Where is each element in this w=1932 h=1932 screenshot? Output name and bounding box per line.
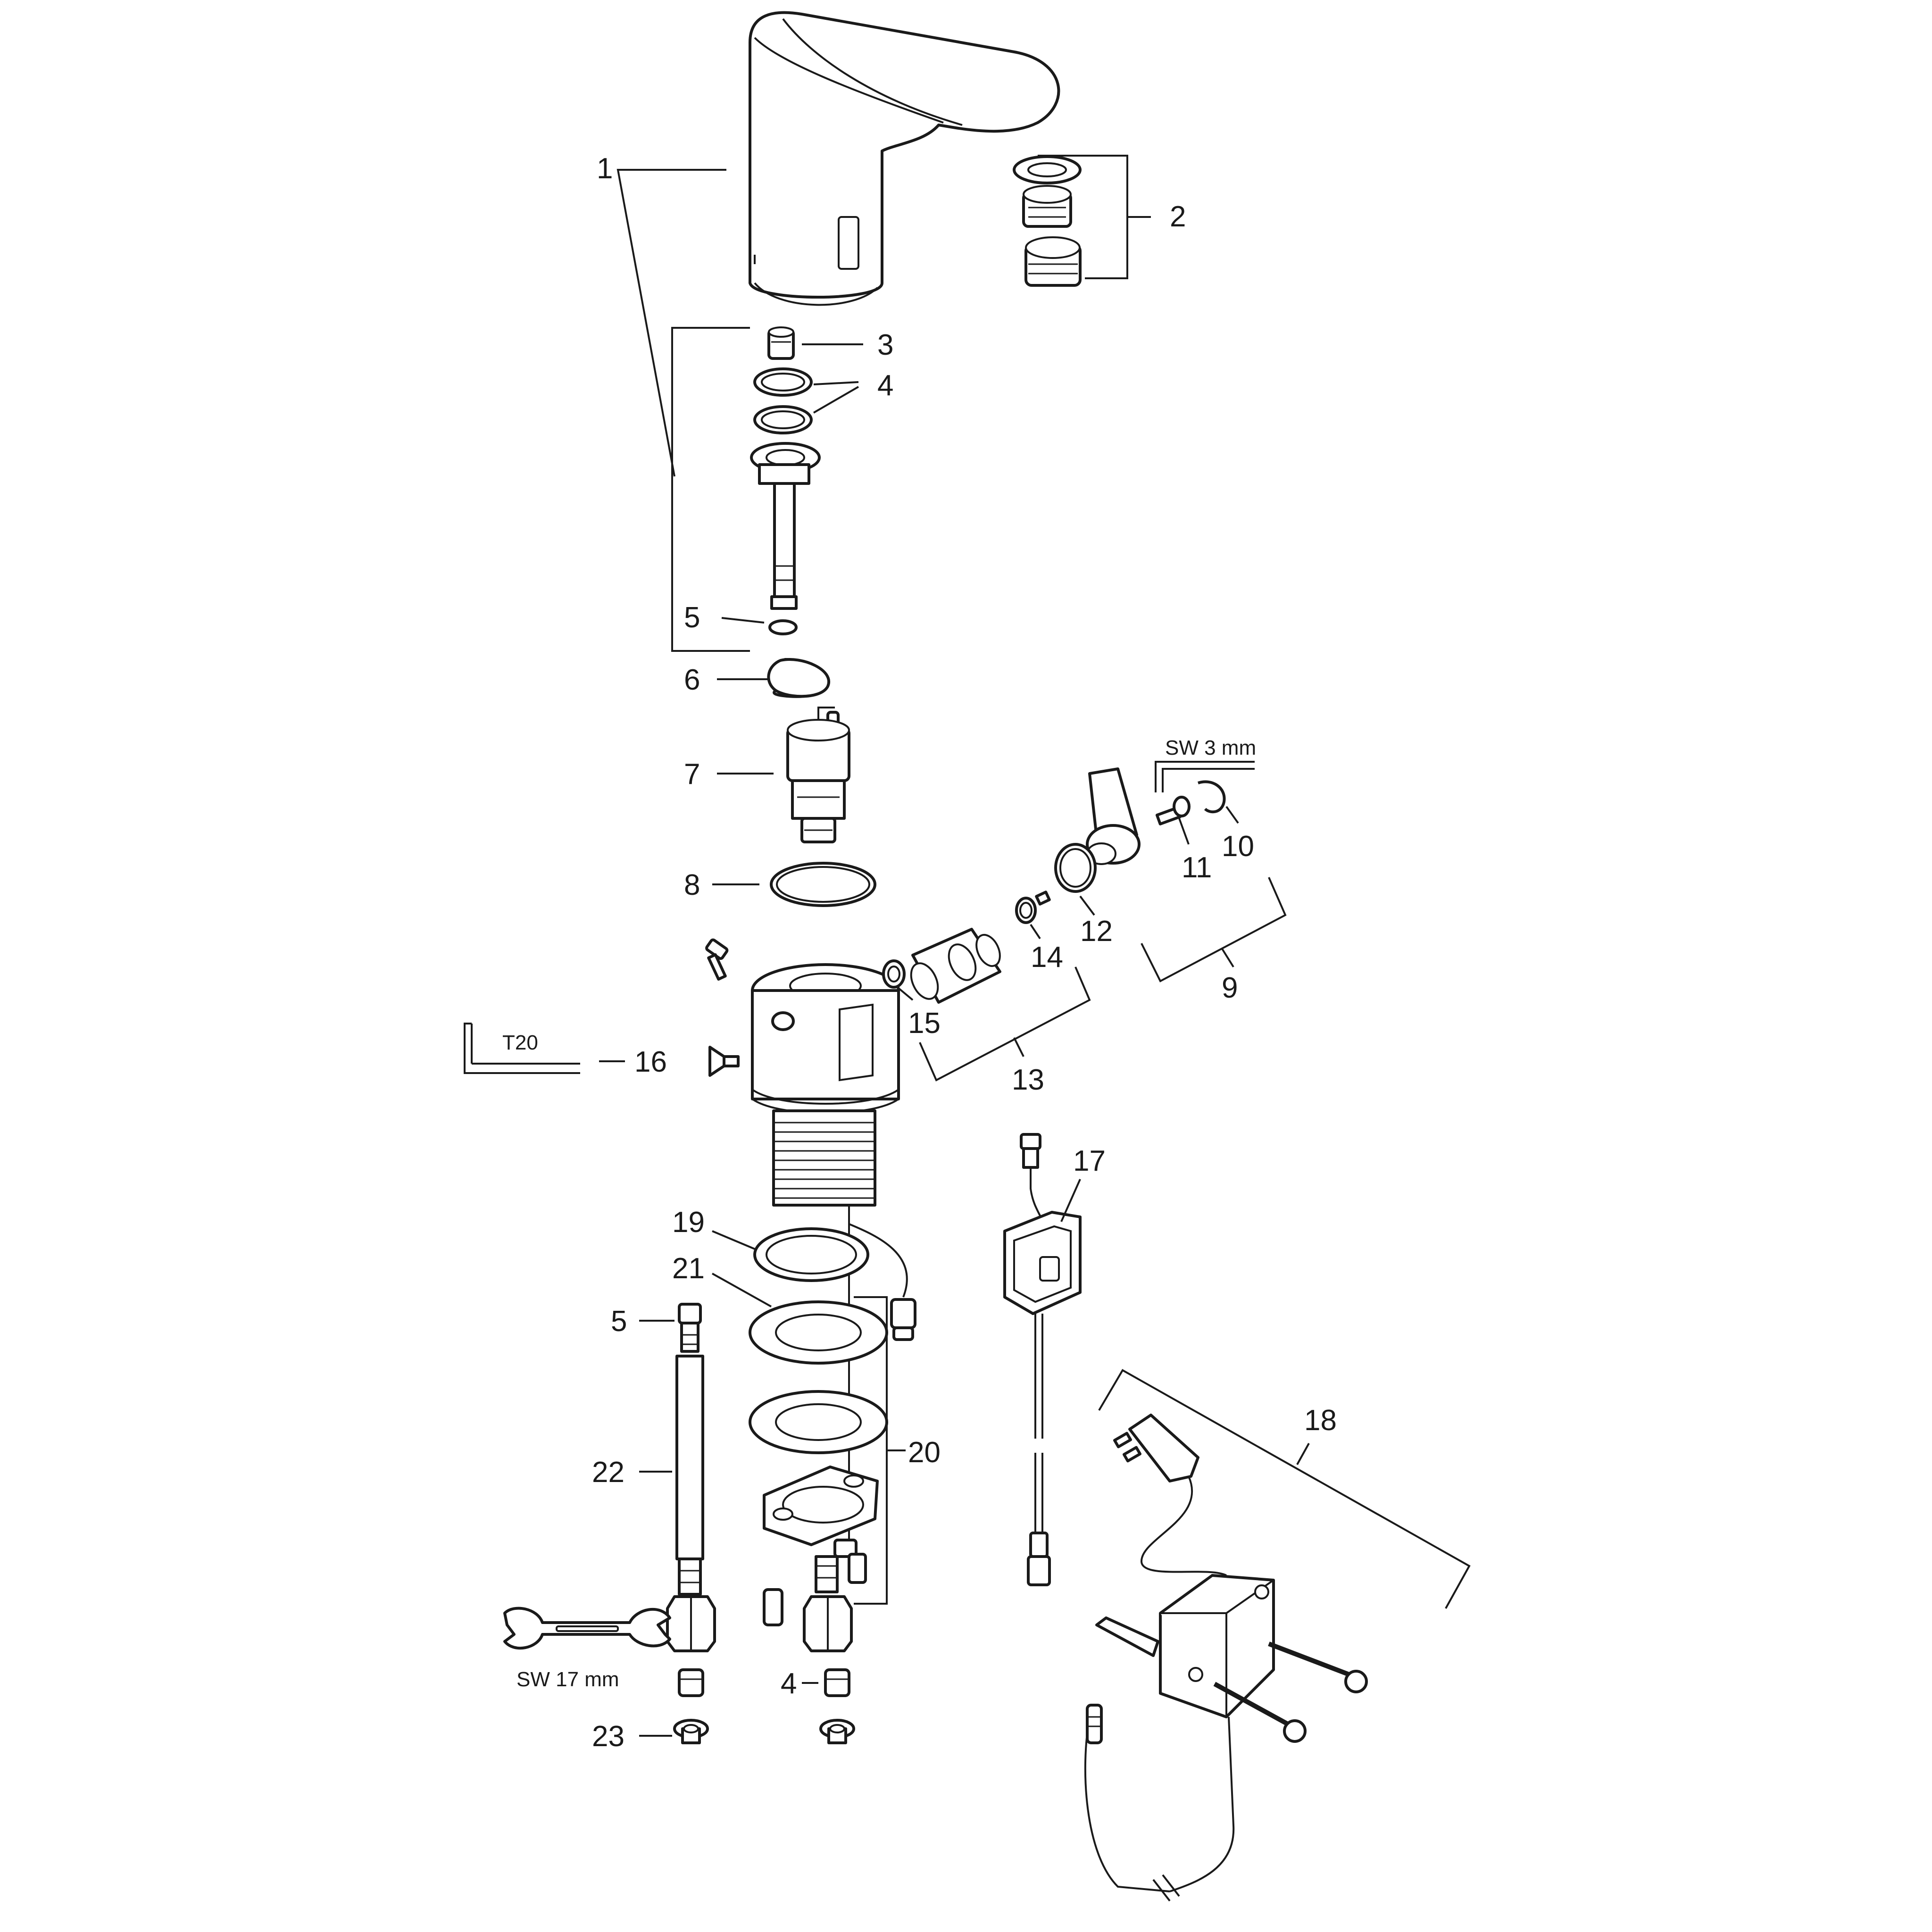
restrictor-left — [673, 1719, 709, 1744]
spare-bolt — [763, 1588, 783, 1626]
callout-11: 11 — [1182, 851, 1212, 884]
callout-5-top: 5 — [684, 601, 700, 634]
tool-label-t20: T20 — [502, 1031, 538, 1054]
callout-22: 22 — [592, 1456, 625, 1489]
o-ring-5 — [768, 619, 798, 635]
supply-hose-second — [803, 1539, 867, 1652]
wrench-sw17: SW 17 mm — [503, 1607, 671, 1691]
grub-screw-11 — [1155, 796, 1191, 825]
callout-18: 18 — [1304, 1404, 1337, 1437]
callout-10: 10 — [1222, 830, 1254, 863]
callout-5-bottom: 5 — [611, 1305, 627, 1338]
washer-20 — [749, 1390, 888, 1454]
callout-21: 21 — [672, 1252, 705, 1285]
lever-handle — [1086, 767, 1141, 865]
callout-4-bottom: 4 — [781, 1667, 797, 1700]
callout-20: 20 — [908, 1436, 941, 1469]
callout-17: 17 — [1073, 1145, 1106, 1177]
control-module-17 — [1003, 1133, 1082, 1586]
callout-4-top: 4 — [877, 369, 893, 402]
callout-9: 9 — [1222, 972, 1238, 1004]
faucet-spout-body — [749, 11, 1060, 306]
callout-2: 2 — [1170, 200, 1186, 233]
hex-key-sw3: SW 3 mm — [1155, 736, 1256, 792]
callout-8: 8 — [684, 869, 700, 901]
tool-label-sw3: SW 3 mm — [1165, 736, 1256, 759]
callout-16: 16 — [634, 1046, 667, 1078]
callout-19: 19 — [672, 1206, 705, 1239]
callout-23: 23 — [592, 1720, 625, 1753]
callout-7: 7 — [684, 758, 700, 791]
screw-16 — [708, 1046, 740, 1077]
part-3-insert — [767, 326, 795, 360]
washer-21 — [749, 1300, 888, 1365]
supply-hose-22 — [666, 1303, 716, 1652]
solenoid-valve-7 — [786, 707, 850, 843]
wall-screws — [1213, 1641, 1368, 1743]
callout-12: 12 — [1080, 915, 1113, 948]
clip-10 — [1198, 780, 1226, 814]
callout-6: 6 — [684, 664, 700, 696]
callout-1: 1 — [597, 152, 613, 185]
tool-label-sw17: SW 17 mm — [516, 1668, 619, 1691]
washer-19 — [753, 1227, 869, 1282]
callout-13: 13 — [1012, 1064, 1044, 1096]
power-supply-18 — [1084, 1414, 1275, 1902]
callout-14: 14 — [1031, 941, 1063, 974]
set-pin — [705, 938, 729, 981]
torx-key-t20: T20 — [464, 1023, 580, 1074]
wall-plugs — [1086, 1616, 1159, 1744]
housing-body — [751, 963, 900, 1547]
mounting-plate — [763, 1466, 879, 1546]
callout-15: 15 — [908, 1007, 941, 1040]
stem-cartridge — [750, 442, 821, 610]
callout-3: 3 — [877, 329, 893, 361]
o-rings-4 — [753, 367, 813, 434]
sensor-cable — [849, 1223, 916, 1341]
filter-insert-right — [824, 1668, 850, 1697]
filter-insert-left — [678, 1668, 704, 1697]
restrictor-right — [819, 1719, 855, 1744]
mixer-cartridge — [910, 891, 1051, 1004]
aerator-set — [1013, 155, 1082, 287]
